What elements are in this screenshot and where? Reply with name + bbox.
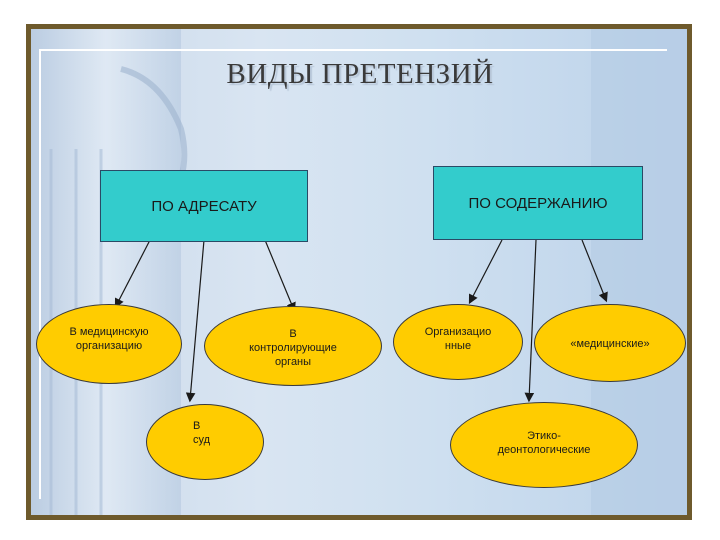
box-by-addressee-label: ПО АДРЕСАТУ (151, 198, 257, 215)
connector-content-ethic (524, 239, 537, 403)
connector-addressee-court (185, 239, 205, 403)
ellipse-medical-organization-label: В медицинскую организацию (69, 326, 149, 352)
connector-addressee-medorg (114, 239, 151, 309)
box-by-content-label: ПО СОДЕРЖАНИЮ (468, 195, 608, 212)
diagram-title: ВИДЫ ПРЕТЕНЗИЙ (226, 58, 494, 90)
decorative-border-line (39, 49, 667, 499)
connector-content-org (468, 239, 503, 305)
ellipse-medical: «медицинские» (534, 304, 686, 382)
ellipse-organizational: Организацио нные (393, 304, 523, 380)
ellipse-court: В суд (146, 404, 264, 480)
ellipse-ethical-deontological-label: Этико- деонтологические (497, 430, 591, 456)
ellipse-medical-label: «медицинские» (570, 338, 650, 350)
ellipse-court-label: В суд (193, 420, 211, 446)
ellipse-control-bodies: В контролирующие органы (204, 306, 382, 386)
box-by-addressee: ПО АДРЕСАТУ (100, 170, 308, 242)
ellipse-organizational-label: Организацио нные (424, 326, 492, 352)
connector-addressee-control (264, 239, 296, 313)
ellipse-medical-organization: В медицинскую организацию (36, 304, 182, 384)
box-by-content: ПО СОДЕРЖАНИЮ (433, 166, 643, 240)
connector-content-med (581, 239, 608, 303)
slide-frame (26, 24, 692, 520)
ellipse-control-bodies-label: В контролирующие органы (249, 328, 337, 368)
ellipse-ethical-deontological: Этико- деонтологические (450, 402, 638, 488)
